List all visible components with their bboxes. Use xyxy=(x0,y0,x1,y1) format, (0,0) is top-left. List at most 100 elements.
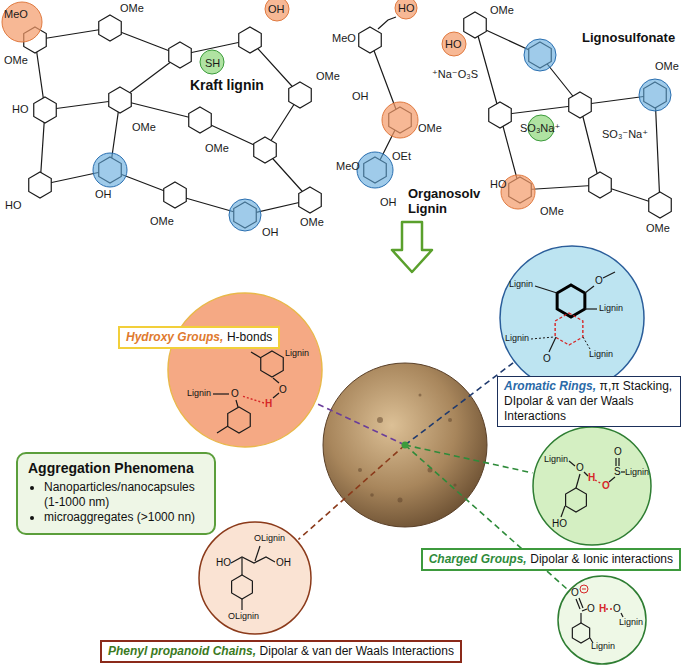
interaction-type: H-bonds xyxy=(227,330,272,344)
chemical-bond xyxy=(273,393,279,398)
benzene-ring xyxy=(589,172,612,198)
hydroxy-highlight xyxy=(265,0,289,21)
lignin-label: Lignin xyxy=(625,467,649,478)
atom-label: O xyxy=(613,603,621,615)
leader-line xyxy=(405,445,532,473)
functional-group: OMe xyxy=(316,70,340,82)
benzene-ring xyxy=(572,623,589,643)
functional-group: HO xyxy=(398,2,415,14)
hydroxy-highlight xyxy=(382,102,418,138)
dipolar-contact xyxy=(583,337,590,349)
structure-title: Organosolv Lignin xyxy=(408,186,488,216)
interaction-type: Dipolar & Ionic interactions xyxy=(530,552,673,566)
stacked-ring xyxy=(555,313,583,345)
lignin-label: Lignin xyxy=(599,303,623,314)
functional-group: OMe xyxy=(120,2,144,14)
functional-group: SO₃Na⁺ xyxy=(520,122,560,134)
sphere-speckle xyxy=(398,498,403,503)
charged-highlight xyxy=(200,50,224,74)
benzene-ring xyxy=(169,42,192,68)
atom-label: H xyxy=(588,472,595,484)
chemical-bond xyxy=(255,546,260,561)
sphere-speckle xyxy=(453,483,456,486)
bullet-item: Nanoparticles/nanocapsules (1-1000 nm) xyxy=(44,480,204,510)
chemical-bond xyxy=(576,598,583,609)
benzene-ring xyxy=(34,97,57,123)
functional-group: OMe xyxy=(132,121,156,133)
group-label: Charged Groups,Dipolar & Ionic interacti… xyxy=(421,548,681,571)
aromatic-highlight xyxy=(639,79,671,111)
atom-label: H xyxy=(265,398,272,410)
phenylpropanoid-inset: OLigninHOOHOLignin xyxy=(198,521,312,635)
benzene-ring xyxy=(164,182,187,208)
functional-group: SH xyxy=(205,57,220,69)
benzene-ring xyxy=(299,187,322,213)
chemical-bond xyxy=(582,609,587,611)
atom-label: O xyxy=(279,384,287,396)
functional-group: OMe xyxy=(4,54,28,66)
benzene-ring xyxy=(649,192,672,218)
chemical-bond xyxy=(241,599,242,610)
inset-circle xyxy=(558,576,646,664)
charge-symbol xyxy=(580,585,588,593)
charged-inset: OOHOLigninLignin xyxy=(557,575,647,665)
functional-group: OMe xyxy=(646,222,670,234)
functional-group: OH xyxy=(352,90,369,102)
atom-label: HO xyxy=(216,557,231,569)
group-label: Phenyl propanoid Chains, Dipolar & van de… xyxy=(100,640,462,663)
functional-group: HO xyxy=(445,38,462,50)
lignin-label: Lignin xyxy=(509,279,533,290)
chemical-bond xyxy=(576,474,580,488)
interaction-type: Dipolar & van der Waals Interactions xyxy=(260,644,454,658)
hydroxy-highlight xyxy=(442,32,466,56)
benzene-ring xyxy=(254,137,277,163)
functional-group: OEt xyxy=(392,150,411,162)
lignin-backbone xyxy=(35,28,310,215)
functional-group: OMe xyxy=(418,122,442,134)
atom-label: HO xyxy=(552,518,567,530)
benzene-ring xyxy=(359,27,382,53)
box-heading: Aggregation Phenomena xyxy=(28,460,204,477)
functional-group: OH xyxy=(95,188,112,200)
benzene-ring xyxy=(289,82,312,108)
hydroxy-highlight xyxy=(2,2,42,42)
atom-label: O xyxy=(587,603,595,615)
benzene-ring xyxy=(189,107,212,133)
hydroxy-inset: LigninOHLigninO xyxy=(167,292,323,448)
inset-circle xyxy=(500,246,644,390)
lignin-label: Lignin xyxy=(589,349,613,360)
functional-group: OH xyxy=(262,226,279,238)
inset-outline xyxy=(167,292,323,448)
functional-group: MeO xyxy=(4,8,28,20)
lignin-label: Lignin xyxy=(505,333,529,344)
functional-group: OH xyxy=(380,196,397,208)
inset-circle xyxy=(168,293,322,447)
chemical-bond xyxy=(231,557,275,563)
lignin-label: OLignin xyxy=(254,533,285,544)
leader-line xyxy=(317,404,406,446)
lignin-label: Lignin xyxy=(591,641,615,652)
aggregation-box: Aggregation PhenomenaNanoparticles/nanoc… xyxy=(16,452,216,535)
group-label: Aromatic Rings,π,π Stacking, DIpolar & v… xyxy=(497,376,681,427)
lignin-label: Lignin xyxy=(285,348,309,359)
chemical-bond xyxy=(603,272,615,278)
chemical-bond xyxy=(585,308,597,309)
functional-group: OH xyxy=(268,3,285,15)
lignin-label: Lignin xyxy=(544,454,568,465)
hydrogen-bond xyxy=(242,396,264,403)
chemical-bond xyxy=(213,393,229,394)
hydrogen-bond xyxy=(606,608,613,609)
benzene-ring xyxy=(239,27,262,53)
group-name: Phenyl propanoid Chains, xyxy=(108,644,256,658)
benzene-ring xyxy=(99,15,122,41)
lignin-label: OLignin xyxy=(228,611,259,622)
benzene-ring xyxy=(464,12,487,38)
chemical-bond xyxy=(621,613,623,617)
atom-label: S xyxy=(614,466,621,478)
bullet-list: Nanoparticles/nanocapsules (1-1000 nm)mi… xyxy=(28,480,204,525)
functional-group: MeO xyxy=(332,32,356,44)
benzene-ring xyxy=(557,285,585,317)
group-name: Aromatic Rings, xyxy=(504,379,596,393)
lignin-backbone xyxy=(475,25,660,205)
chemical-bond xyxy=(621,471,625,472)
